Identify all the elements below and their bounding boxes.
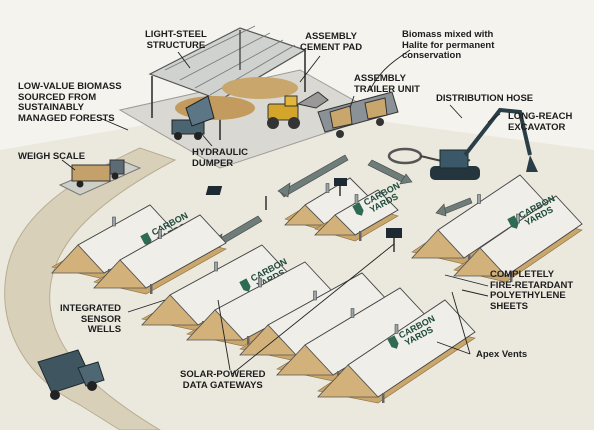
label-low-value-biomass: LOW-VALUE BIOMASS SOURCED FROM SUSTAINAB… [18,81,122,124]
label-apex-vents: Apex Vents [476,349,528,360]
label-weigh-scale: WEIGH SCALE [18,151,86,162]
pile-left-2 [93,214,227,295]
weigh-scale [58,159,142,196]
apex-vent [158,229,162,239]
hydraulic-dumper [171,95,215,140]
pile-front-2 [276,287,429,382]
sensor-well [150,284,153,294]
solar-gateway-top [205,186,267,210]
apex-vent [313,290,317,301]
solar-gateway-bottom [386,228,402,252]
label-integrated-sensor-wells: INTEGRATED SENSOR WELLS [60,303,122,335]
sensor-well [382,393,385,403]
sensor-well [510,272,513,282]
apex-vent [112,216,116,227]
leader-lines [61,49,501,375]
sensor-well [359,231,362,241]
apex-vent [477,194,481,204]
label-solar-gateways: SOLAR-POWERED DATA GATEWAYS [180,369,266,391]
apex-vent [214,261,218,272]
label-fire-retardant-sheets: COMPLETELY FIRE-RETARDANT POLYETHYLENE S… [490,269,574,312]
assembly-trailer-unit [317,91,399,138]
label-long-reach-excavator: LONG-REACH EXCAVATOR [508,111,573,133]
wheel-loader [267,91,329,129]
apex-vent [325,183,330,193]
label-distribution-hose: DISTRIBUTION HOSE [436,93,534,104]
apex-vent [258,277,262,288]
pile-right-1 [411,174,547,265]
carbon-yard-piles: CARBONYARDSCARBONYARDSCARBONYARDSCARBONY… [51,174,583,404]
sensor-well [247,336,250,346]
label-assembly-trailer-unit: ASSEMBLY TRAILER UNIT [354,73,420,95]
pile-front-1 [239,272,391,362]
label-light-steel-structure: LIGHT-STEEL STRUCTURE [145,29,207,51]
label-biomass-mixed: Biomass mixed with Halite for permanent … [402,29,495,61]
label-assembly-cement-pad: ASSEMBLY CEMENT PAD [300,31,363,53]
apex-vent [350,308,355,318]
dump-truck [37,349,105,400]
apex-vent [354,194,359,204]
label-hydraulic-dumper: HYDRAULIC DUMPER [192,147,248,169]
pile-center-2 [186,261,334,347]
apex-vent [394,324,399,334]
long-reach-excavator [430,107,538,180]
solar-gateway-mid [334,178,347,196]
